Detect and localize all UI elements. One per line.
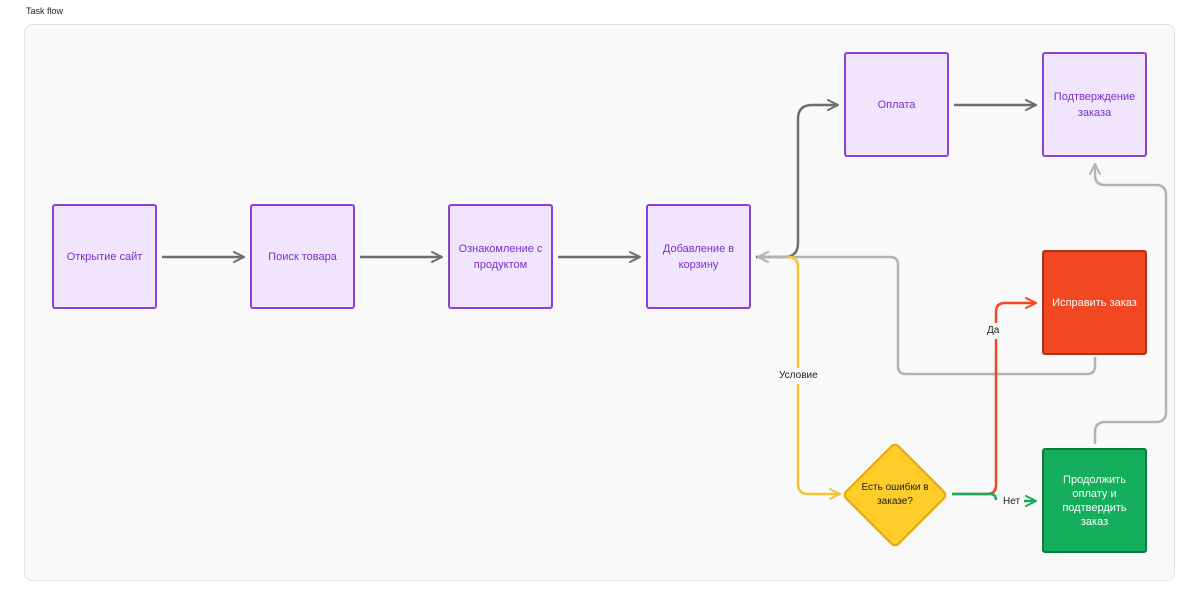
- edge-label-condition[interactable]: Условие: [776, 368, 821, 384]
- arrow-condition: [787, 255, 841, 500]
- arrow-fix-to-cart: [757, 251, 1097, 376]
- frame-label[interactable]: Task flow: [21, 4, 69, 19]
- node-open-site[interactable]: Открытие сайт: [52, 204, 157, 309]
- node-add-to-cart[interactable]: Добавление в корзину: [646, 204, 751, 309]
- node-fix-order[interactable]: Исправить заказ: [1042, 250, 1147, 355]
- node-payment[interactable]: Оплата: [844, 52, 949, 157]
- decision-label: Есть ошибки в заказе?: [861, 482, 929, 507]
- node-search-product[interactable]: Поиск товара: [250, 204, 355, 309]
- arrow-continue-to-confirm: [1089, 163, 1168, 444]
- node-order-confirm[interactable]: Подтверждение заказа: [1042, 52, 1147, 157]
- flow-frame: [24, 24, 1175, 581]
- node-continue-payment[interactable]: Продолжить оплату и подтвердить заказ: [1042, 448, 1147, 553]
- edge-label-no[interactable]: Нет: [1000, 494, 1024, 510]
- arrow-cart-to-payment: [783, 99, 839, 259]
- arrow-no: [952, 492, 998, 501]
- node-product-review[interactable]: Ознакомление с продуктом: [448, 204, 553, 309]
- edge-label-yes[interactable]: Да: [984, 323, 1003, 339]
